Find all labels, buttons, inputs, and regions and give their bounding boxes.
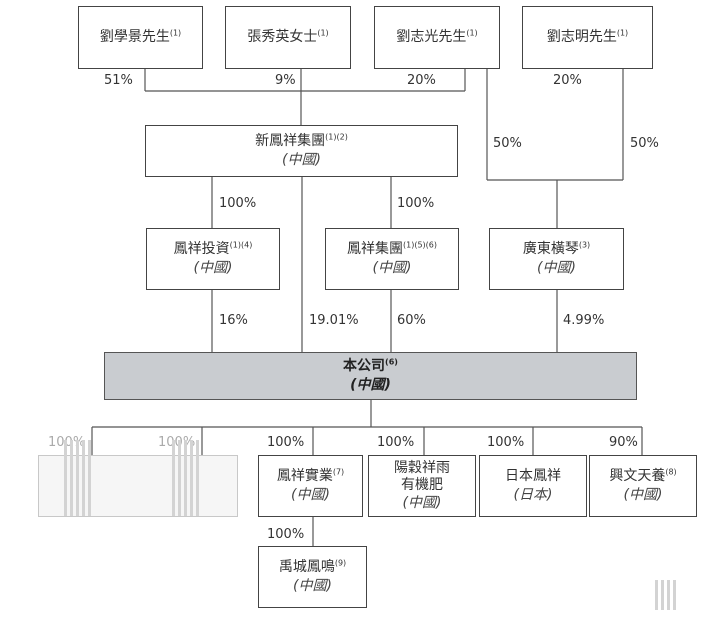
footnote-ref: (7) <box>332 467 345 477</box>
entity-name: 日本鳳祥 <box>505 468 561 485</box>
entity-name: 禹城鳳鳴 <box>278 559 335 576</box>
footnote-ref: (8) <box>665 467 677 477</box>
pct-sub-6: 90% <box>609 435 638 450</box>
entity-location: (中國) <box>293 578 332 594</box>
footnote-ref: (1) <box>466 28 478 38</box>
footnote-ref: (1) <box>169 28 182 38</box>
pct-zhang-xiuying: 9% <box>275 73 296 88</box>
entity-yucheng-fengming: 禹城鳳鳴(9) (中國) <box>258 546 367 608</box>
entity-fengxiang-group: 鳳祥集團(1)(5)(6) (中國) <box>325 228 459 290</box>
entity-name-line-2: 有機肥 <box>401 477 443 494</box>
shareholder-name: 劉志光先生 <box>396 29 467 46</box>
shareholder-name: 劉學景先生 <box>99 29 170 46</box>
obscured-bars-3 <box>655 580 679 610</box>
pct-liu-zhiguang-hengqin: 50% <box>493 136 522 151</box>
pct-sub-3: 100% <box>267 435 305 450</box>
entity-location: (中國) <box>193 260 233 276</box>
pct-jituan-company: 60% <box>397 313 426 328</box>
shareholder-name: 張秀英女士 <box>247 29 318 46</box>
footnote-ref: (1) <box>317 28 329 38</box>
pct-sub-4: 100% <box>377 435 415 450</box>
entity-japan-fengxiang: 日本鳳祥 (日本) <box>479 455 587 517</box>
entity-location: (中國) <box>623 487 663 503</box>
pct-liu-xuejing: 51% <box>104 73 133 88</box>
entity-name: 本公司 <box>343 358 386 375</box>
entity-name-line-1: 陽穀祥雨 <box>394 460 450 477</box>
footnote-ref: (9) <box>334 558 347 568</box>
pct-xf-jituan: 100% <box>397 196 435 211</box>
entity-name: 鳳祥集團 <box>347 241 403 258</box>
footnote-ref: (6) <box>385 357 398 367</box>
entity-yanggu-xiangyu: 陽穀祥雨 有機肥 (中國) <box>368 455 476 517</box>
footnote-ref: (1)(2) <box>325 132 348 142</box>
entity-guangdong-hengqin: 廣東橫琴(3) (中國) <box>489 228 624 290</box>
shareholder-liu-zhiguang: 劉志光先生(1) <box>374 6 500 69</box>
shareholder-name: 劉志明先生 <box>546 29 617 46</box>
entity-location: (中國) <box>282 152 321 168</box>
pct-liu-zhiming: 20% <box>553 73 582 88</box>
footnote-ref: (1)(5)(6) <box>403 240 437 250</box>
entity-location: (中國) <box>537 260 576 276</box>
pct-sub-5: 100% <box>487 435 525 450</box>
pct-touzi-company: 16% <box>219 313 248 328</box>
entity-name: 新鳳祥集團 <box>255 133 326 150</box>
entity-name: 鳳祥實業 <box>276 468 333 485</box>
entity-name: 興文天養 <box>609 468 666 485</box>
pct-liu-zhiming-hengqin: 50% <box>630 136 659 151</box>
footnote-ref: (3) <box>578 240 591 250</box>
pct-shiye-yucheng: 100% <box>267 527 305 542</box>
entity-name: 廣東橫琴 <box>522 241 579 258</box>
entity-location: (中國) <box>350 377 391 393</box>
entity-xingwen-tianyang: 興文天養(8) (中國) <box>589 455 697 517</box>
entity-xin-fenghuang-group: 新鳳祥集團(1)(2) (中國) <box>145 125 458 177</box>
footnote-ref: (1) <box>616 28 629 38</box>
entity-location: (中國) <box>402 494 442 511</box>
pct-xf-touzi: 100% <box>219 196 257 211</box>
shareholder-liu-zhiming: 劉志明先生(1) <box>522 6 653 69</box>
shareholder-zhang-xiuying: 張秀英女士(1) <box>225 6 351 69</box>
entity-fengxiang-industry: 鳳祥實業(7) (中國) <box>258 455 363 517</box>
shareholder-liu-xuejing: 劉學景先生(1) <box>78 6 203 69</box>
entity-fengxiang-investment: 鳳祥投資(1)(4) (中國) <box>146 228 280 290</box>
entity-the-company: 本公司(6) (中國) <box>104 352 637 400</box>
entity-location: (中國) <box>291 487 330 503</box>
pct-xf-company: 19.01% <box>309 313 359 328</box>
pct-liu-zhiguang: 20% <box>407 73 436 88</box>
entity-location: (日本) <box>513 487 553 503</box>
obscured-bars-2 <box>172 440 202 516</box>
entity-name: 鳳祥投資 <box>173 241 230 258</box>
obscured-bars-1 <box>64 440 94 516</box>
entity-location: (中國) <box>372 260 412 276</box>
pct-hengqin-company: 4.99% <box>563 313 605 328</box>
footnote-ref: (1)(4) <box>229 240 253 250</box>
